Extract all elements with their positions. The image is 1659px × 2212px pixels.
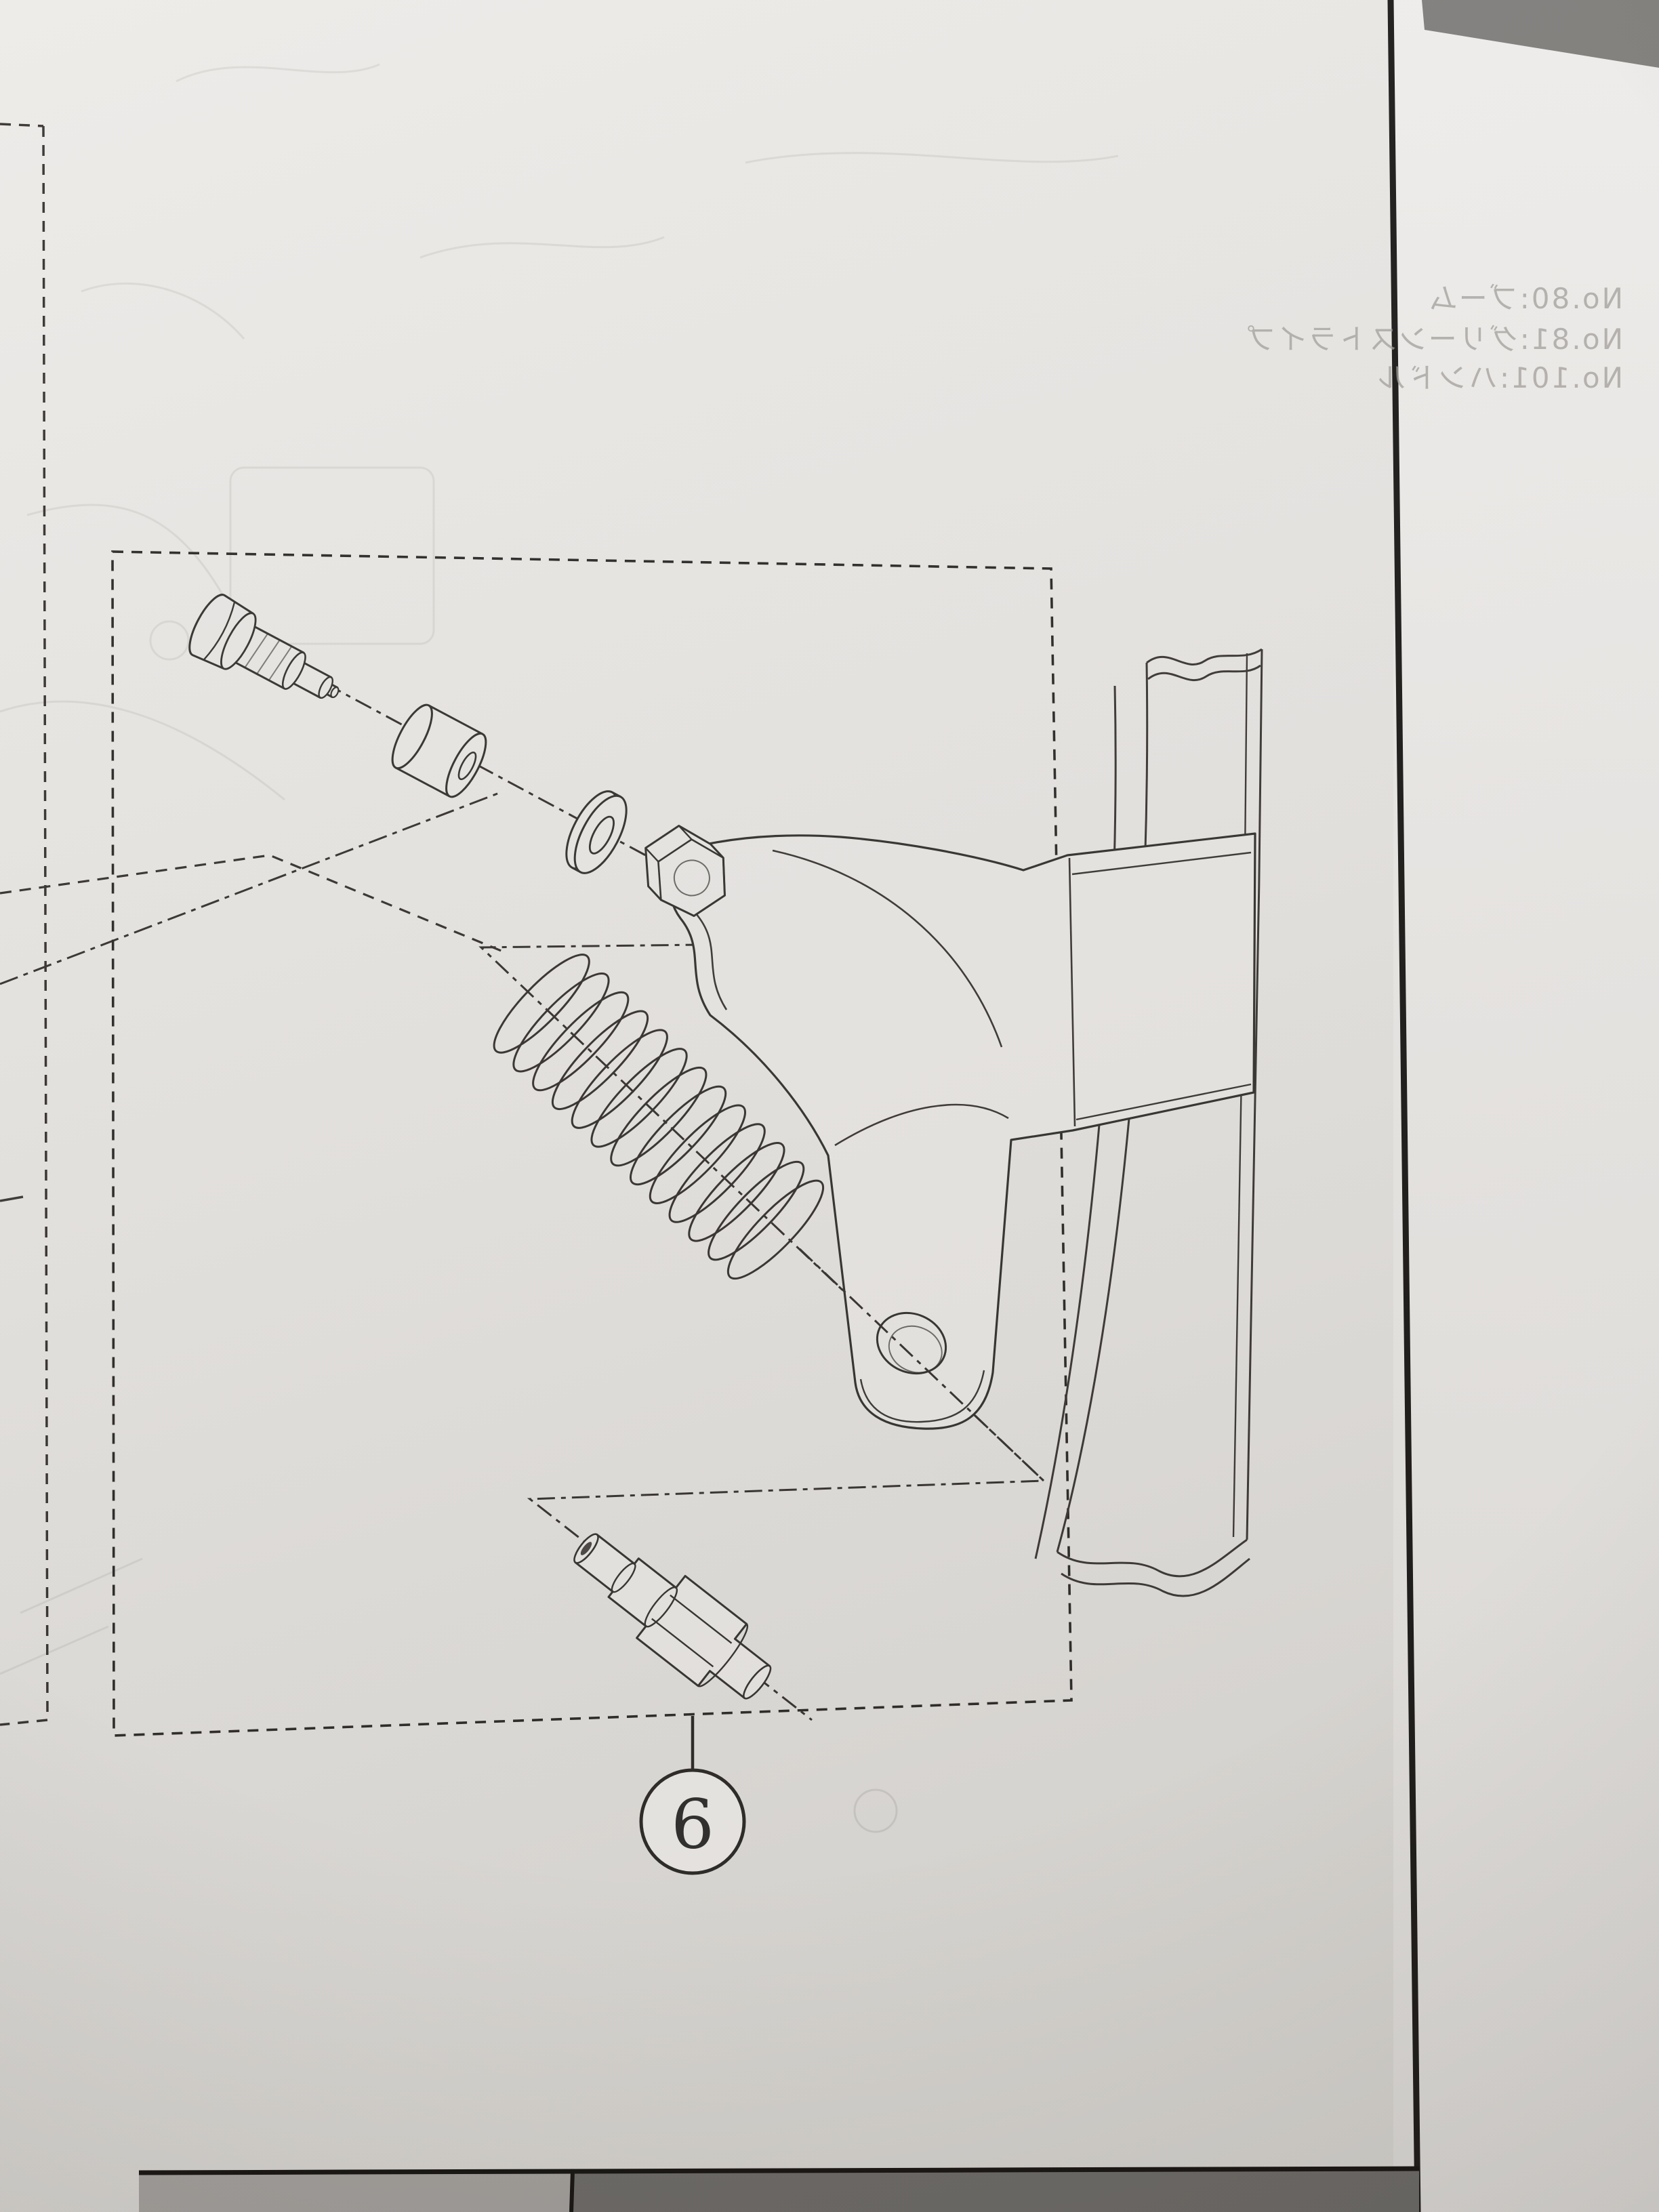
- frame-top-break-2: [1147, 664, 1261, 681]
- ghost-text: No.80:ブーム No.81:グリーンストライプ No.101:ハンドル: [1246, 282, 1623, 394]
- bottom-table-band: [138, 2166, 1420, 2212]
- bolt-tip: [330, 687, 340, 698]
- ghost-text-line: No.81:グリーンストライプ: [1246, 323, 1623, 356]
- bolt-head-facet: [203, 602, 236, 661]
- center-axis-line: [203, 617, 1046, 1721]
- page-edge-line: [1387, 0, 1421, 2212]
- nut-edges: [644, 825, 724, 901]
- bracket-plate-edge: [1068, 857, 1076, 1127]
- callout: 6: [639, 1716, 746, 1875]
- adjuster-screw: [573, 1533, 772, 1700]
- frame-bottom-break: [1057, 1538, 1248, 1578]
- hex-bolt: [188, 594, 340, 699]
- bracket-silhouette: [661, 832, 1256, 1430]
- bracket-hole: [876, 1311, 947, 1375]
- screw-end-face: [743, 1664, 772, 1700]
- bracket-arm-thickness: [859, 1370, 985, 1423]
- spacer-bore: [457, 751, 477, 781]
- bracket-clamp-bottom-edge: [1076, 1083, 1252, 1121]
- bracket-lever: [661, 832, 1256, 1430]
- callout-number: 6: [671, 1785, 714, 1864]
- flat-washer: [565, 790, 628, 874]
- bolt-threads: [245, 634, 292, 680]
- table-divider-line: [569, 2170, 575, 2212]
- adjacent-page-strip: [1393, 0, 1659, 2212]
- construction-lines: [0, 790, 504, 1202]
- frame-top-break: [1146, 648, 1263, 665]
- desk-corner: [1422, 0, 1659, 68]
- ghost-balloon: [853, 1788, 898, 1833]
- bolt-shank-step: [281, 651, 306, 690]
- ghost-showthrough: [0, 63, 1119, 1675]
- frame-bottom-break-2: [1061, 1557, 1250, 1597]
- screw-hex-facets: [651, 1594, 733, 1668]
- bracket-clamp-top-edge: [1071, 851, 1252, 876]
- frame-left-edge: [1056, 662, 1149, 1553]
- frame-bar: [1034, 648, 1263, 1597]
- callout-balloon: [639, 1768, 746, 1875]
- ghost-text-line: No.101:ハンドル: [1376, 361, 1623, 394]
- left-partial-dashed-box: [0, 123, 49, 1726]
- frame-left-face-line: [1034, 685, 1117, 1559]
- spacer-collar: [391, 703, 487, 798]
- center-axis-overlay: [798, 1248, 1045, 1482]
- frame-right-edge: [1246, 649, 1263, 1540]
- screw-tip-hole: [580, 1542, 592, 1555]
- hex-nut: [644, 824, 726, 917]
- frame-right-inner-line: [1232, 653, 1248, 1538]
- nut-chamfer-circle: [673, 859, 710, 897]
- bracket-surface-curve: [772, 849, 1003, 1048]
- bracket-arm-curve: [834, 1103, 1009, 1147]
- bolt-head-face: [220, 612, 257, 670]
- table-border-line: [138, 2166, 1420, 2175]
- ghost-text-line: No.80:ブーム: [1427, 282, 1623, 315]
- detail-dashed-box: [111, 550, 1073, 1737]
- bolt-pilot-step: [318, 676, 333, 699]
- coil-spring: [493, 954, 825, 1280]
